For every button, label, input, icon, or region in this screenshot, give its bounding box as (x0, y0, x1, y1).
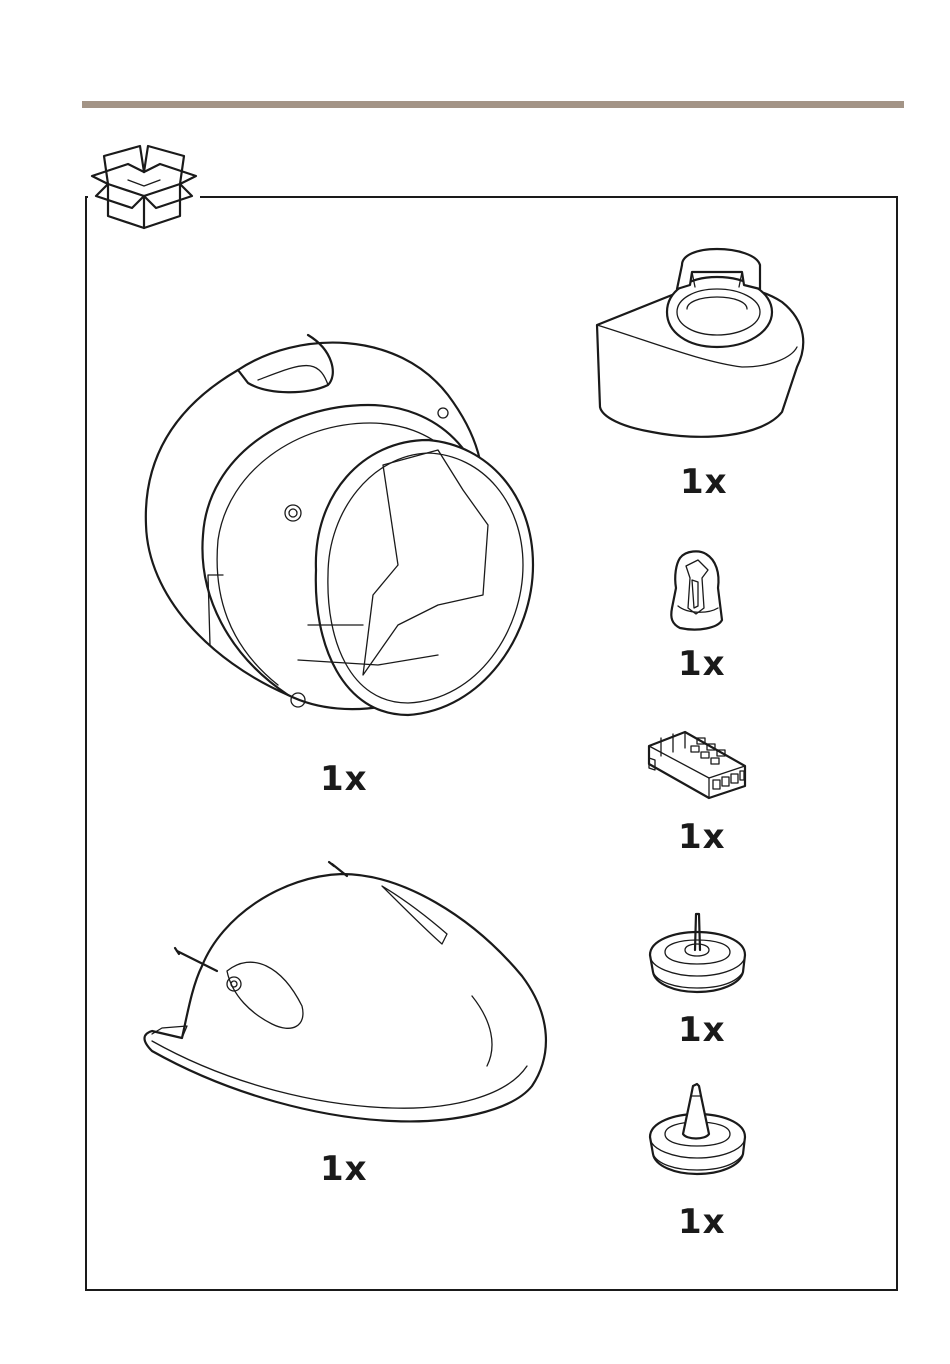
dome-camera-illustration (138, 325, 538, 725)
cable-clip-illustration (668, 548, 730, 633)
cable-gasket-large-illustration (645, 1082, 750, 1177)
cable-gasket-small-illustration (645, 910, 750, 995)
cable-gasket-holder-quantity: 1x (680, 465, 728, 499)
cable-gasket-small-quantity: 1x (678, 1013, 726, 1047)
cable-clip-quantity: 1x (678, 647, 726, 681)
weather-shield-illustration (142, 856, 552, 1126)
weather-shield-quantity: 1x (320, 1152, 368, 1186)
header-rule (82, 101, 904, 108)
dome-camera-quantity: 1x (320, 762, 368, 796)
terminal-block-connector-quantity: 1x (678, 820, 726, 854)
cable-gasket-holder-illustration (592, 247, 807, 447)
cable-gasket-large-quantity: 1x (678, 1205, 726, 1239)
terminal-block-connector-illustration (645, 728, 753, 800)
package-box-icon (88, 140, 200, 232)
